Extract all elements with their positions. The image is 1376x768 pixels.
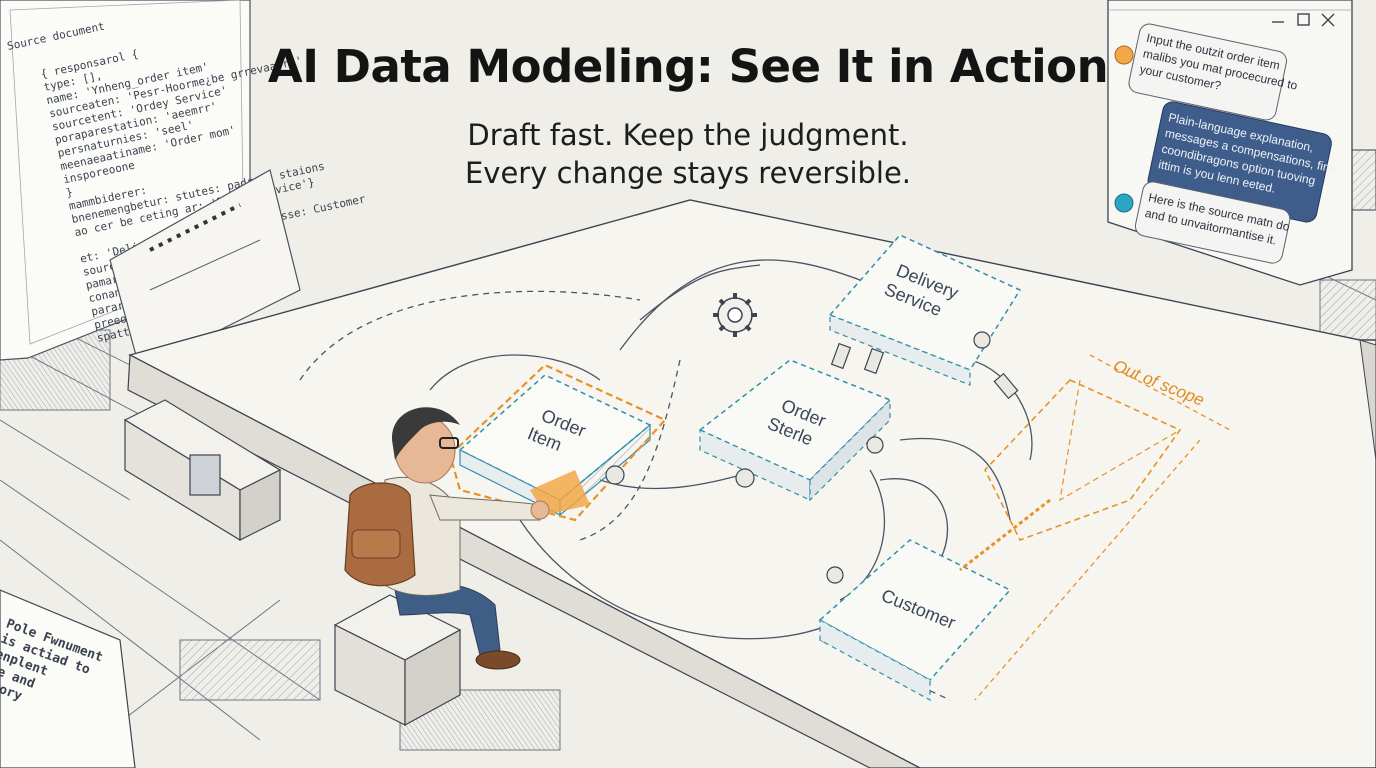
gear-icon (713, 293, 757, 337)
chat-message-assistant: Plain-language explanation, messages a c… (1147, 101, 1338, 223)
close-icon (1321, 13, 1335, 27)
node-delivery-service: Delivery Service (828, 234, 1022, 386)
chat-message-user: Here is the source matn do and to unvait… (1134, 181, 1291, 264)
subtitle-line-1: Draft fast. Keep the judgment. (467, 118, 909, 152)
node-customer: Customer (818, 539, 1012, 702)
subtitle-line-2: Every change stays reversible. (464, 156, 912, 190)
chat-message-user: Input the outzit order item malibs you m… (1128, 23, 1299, 121)
node-order-item: Order Item (448, 363, 667, 522)
user-avatar-icon (1114, 193, 1134, 213)
source-document-line: } (65, 186, 74, 200)
window-controls[interactable] (1272, 13, 1335, 27)
user-avatar-icon (1114, 45, 1134, 65)
page-title: AI Data Modeling: See It in Action (267, 40, 1109, 93)
chat-window: Input the outzit order item malibs you m… (1107, 0, 1376, 286)
modeling-board (127, 199, 1376, 768)
maximize-icon (1297, 13, 1310, 26)
side-machine (123, 399, 282, 542)
node-order-store: Order Sterle (698, 359, 892, 502)
cable-plugs (605, 331, 1019, 584)
folded-card (109, 169, 301, 371)
person-figure (333, 407, 550, 727)
